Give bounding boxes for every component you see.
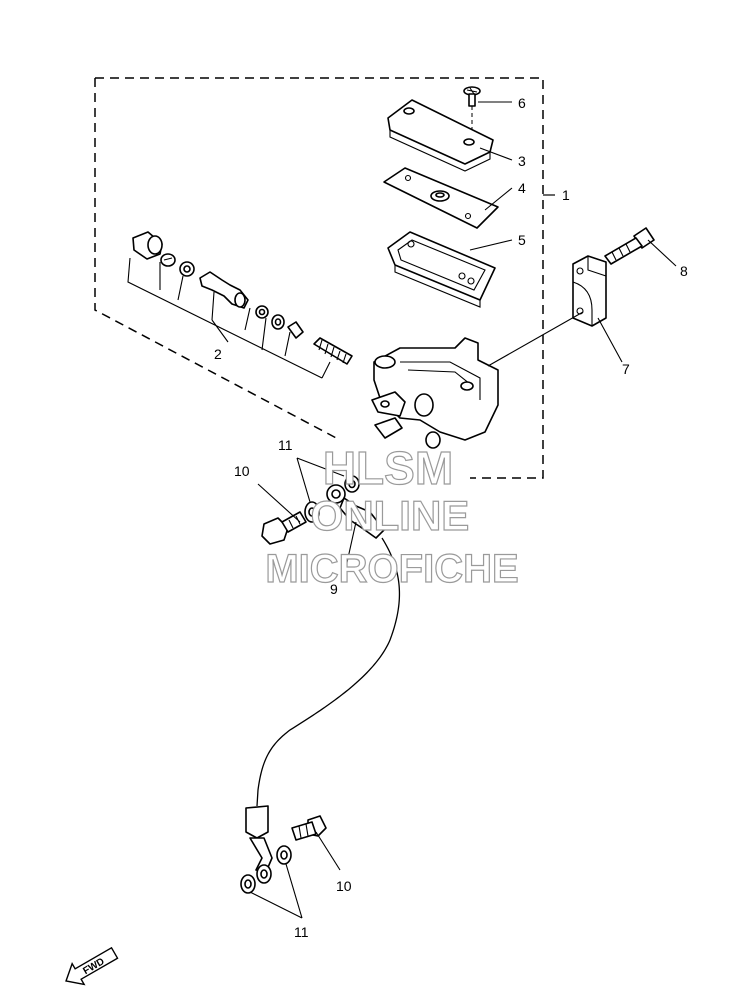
callout-3: 3 [518,153,526,169]
master-cylinder-body[interactable] [371,337,499,449]
callout-5: 5 [518,232,526,248]
callout-8: 8 [680,263,688,279]
callout-10-lower: 10 [336,878,352,894]
watermark: HLSM ONLINE MICROFICHE [265,441,520,591]
callout-10-upper: 10 [234,463,250,479]
callout-7: 7 [622,361,630,377]
screw-part[interactable] [463,86,481,140]
callout-6: 6 [518,95,526,111]
fwd-label: FWD [81,956,106,977]
leader-lines [127,101,677,919]
callout-2: 2 [214,346,222,362]
copper-washers-upper[interactable] [304,475,360,523]
callout-4: 4 [518,180,526,196]
clamp-bolt-part[interactable] [604,227,655,265]
watermark-line-1: HLSM [323,442,453,494]
union-bolt-lower-part[interactable] [291,815,327,841]
callout-11-upper: 11 [278,437,293,453]
callout-9: 9 [330,581,338,597]
diaphragm-part[interactable] [387,231,496,308]
copper-washers-lower[interactable] [240,845,292,894]
watermark-line-2: ONLINE [311,492,470,539]
callout-11-lower: 11 [294,924,309,940]
assembly-boundary [94,77,544,479]
forward-arrow-icon: FWD [65,946,119,986]
watermark-line-3: MICROFICHE [265,547,518,591]
piston-kit-parts[interactable] [132,231,353,365]
reservoir-cap-part[interactable] [387,99,494,172]
diaphragm-plate-part[interactable] [383,167,499,229]
union-bolt-upper-part[interactable] [261,511,307,545]
brake-hose-part[interactable] [245,484,401,873]
callout-1: 1 [562,187,570,203]
